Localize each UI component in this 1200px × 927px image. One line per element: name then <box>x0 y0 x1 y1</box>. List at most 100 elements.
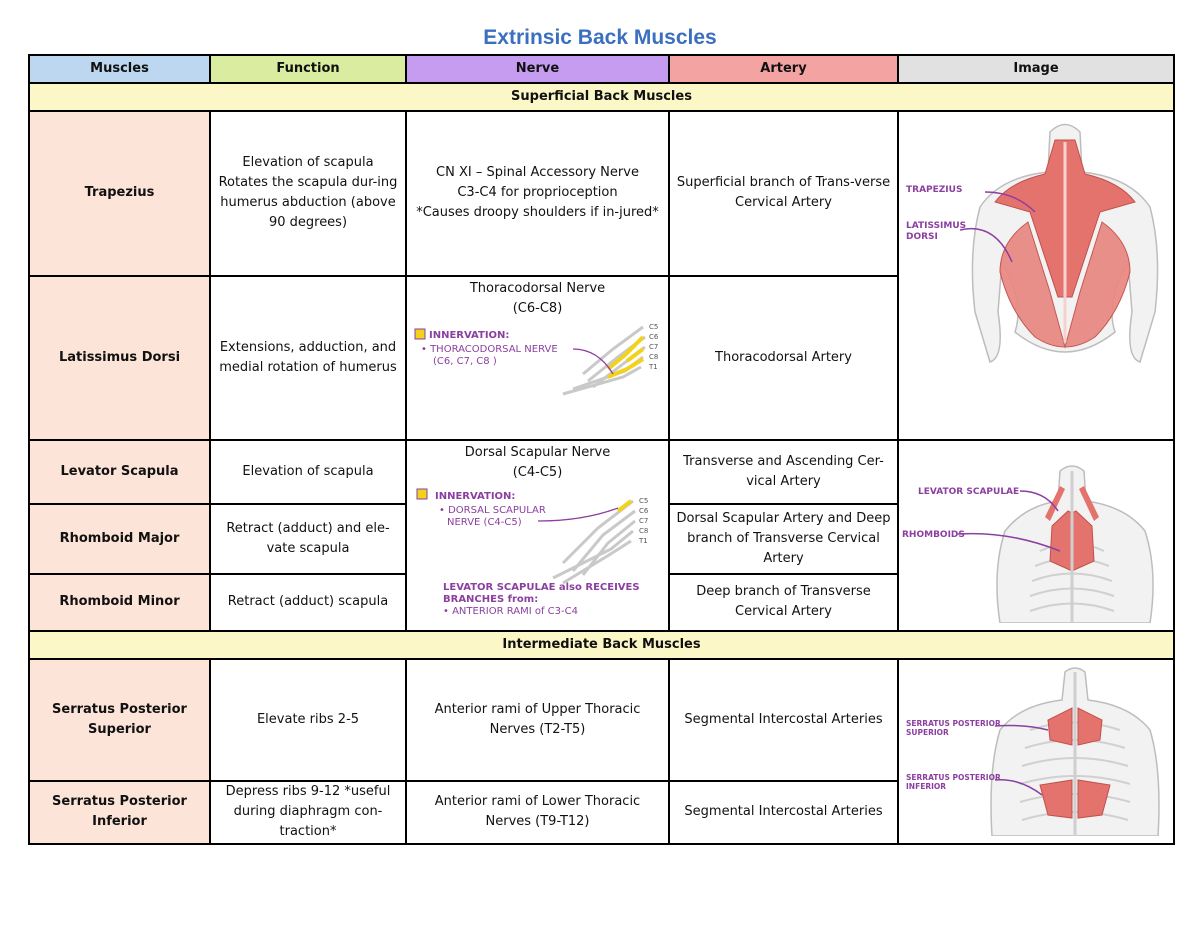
nerve-roots: (C6-C8) <box>512 300 563 316</box>
header-nerve: Nerve <box>405 54 670 84</box>
figure-note: LEVATOR SCAPULAE also RECEIVES <box>443 582 640 593</box>
latissimus-pointer <box>959 228 1013 263</box>
root-label: C5 <box>639 497 648 505</box>
nerve-pointer <box>537 507 619 522</box>
page-title: Extrinsic Back Muscles <box>483 26 717 49</box>
latissimus-label: DORSI <box>906 232 938 242</box>
section-title: Superficial Back Muscles <box>28 82 1175 112</box>
trapezius-pointer <box>984 191 1036 213</box>
table-row: Rhomboid Minor Retract (adduct) scapula … <box>28 572 1174 633</box>
nerve-line: *Causes droopy shoulders if in-jured* <box>416 205 659 221</box>
header-muscles: Muscles <box>28 54 211 84</box>
muscle-name: Trapezius <box>28 110 211 277</box>
table-row: Trapezius Elevation of scapula Rotates t… <box>28 110 1175 441</box>
rhomboids-label: RHOMBOIDS <box>902 530 965 540</box>
artery-cell: Deep branch of Transverse Cervical Arter… <box>668 572 899 633</box>
back-serratus-illustration: SERRATUS POSTERIOR SUPERIOR SERRATUS POS… <box>906 667 1160 837</box>
figure-note: BRANCHES from: <box>443 594 538 605</box>
root-label: C6 <box>649 333 659 341</box>
root-label: T1 <box>648 363 658 371</box>
levator-label: LEVATOR SCAPULAE <box>918 487 1019 497</box>
table-row: Rhomboid Major Retract (adduct) and ele-… <box>28 503 1174 575</box>
serratus-superior-muscle <box>1077 707 1103 746</box>
nerve-cell: CN XI – Spinal Accessory Nerve C3-C4 for… <box>405 110 670 277</box>
figure-text: • DORSAL SCAPULAR <box>439 505 546 516</box>
artery-cell: Dorsal Scapular Artery and Deep branch o… <box>668 503 899 575</box>
serratus-inferior-label: INFERIOR <box>906 782 946 791</box>
function-cell: Retract (adduct) and ele-vate scapula <box>209 503 407 575</box>
figure-text: NERVE (C4-C5) <box>447 517 522 528</box>
nerve-cell: Anterior rami of Lower Thoracic Nerves (… <box>405 779 670 846</box>
function-cell: Retract (adduct) scapula <box>209 572 407 633</box>
muscle-name: Rhomboid Minor <box>28 572 211 633</box>
figure-note: • ANTERIOR RAMI of C3-C4 <box>443 606 578 617</box>
nerve-name: Dorsal Scapular Nerve <box>464 445 611 460</box>
root-label: C7 <box>649 343 658 351</box>
nerve-pointer <box>572 347 614 374</box>
artery-cell: Segmental Intercostal Arteries <box>668 658 899 782</box>
serratus-superior-label: SERRATUS POSTERIOR <box>906 719 1001 728</box>
function-cell: Elevation of scapula <box>209 438 407 506</box>
table-row: Latissimus Dorsi Extensions, adduction, … <box>28 274 1174 441</box>
muscle-name: Rhomboid Major <box>28 503 211 575</box>
brachial-plexus-drawing <box>552 499 636 585</box>
root-label: T1 <box>638 537 648 545</box>
figure-text: (C6, C7, C8 ) <box>433 356 497 367</box>
muscle-name: Serratus Posterior Inferior <box>28 779 211 846</box>
image-cell: LEVATOR SCAPULAE RHOMBOIDS <box>897 439 1175 632</box>
trapezius-label: TRAPEZIUS <box>906 185 962 195</box>
innervation-marker-icon <box>416 488 428 500</box>
serratus-superior-label: SUPERIOR <box>906 728 949 737</box>
header-artery: Artery <box>668 54 899 84</box>
header-image: Image <box>897 54 1175 84</box>
serratus-inferior-muscle <box>1039 779 1073 819</box>
latissimus-label: LATISSIMUS <box>906 221 966 231</box>
serratus-inferior-muscle <box>1077 779 1111 819</box>
levator-muscle <box>1079 486 1099 521</box>
root-label: C5 <box>649 323 658 331</box>
artery-cell: Thoracodorsal Artery <box>668 274 899 441</box>
muscle-name: Serratus Posterior Superior <box>28 658 211 782</box>
function-cell: Depress ribs 9-12 *useful during diaphra… <box>209 779 407 846</box>
header-function: Function <box>209 54 407 84</box>
root-label: C6 <box>639 507 649 515</box>
nerve-line: C3-C4 for proprioception <box>457 185 618 201</box>
back-deep-illustration: LEVATOR SCAPULAE RHOMBOIDS <box>902 465 1154 624</box>
levator-pointer <box>1019 490 1059 512</box>
serratus-inferior-label: SERRATUS POSTERIOR <box>906 773 1001 782</box>
artery-cell: Segmental Intercostal Arteries <box>668 779 899 846</box>
dorsal-scapular-nerve-figure: INNERVATION: • DORSAL SCAPULAR NERVE (C4… <box>416 488 649 617</box>
function-cell: Elevate ribs 2-5 <box>209 658 407 782</box>
levator-muscle <box>1045 486 1065 521</box>
root-label: C7 <box>639 517 648 525</box>
nerve-cell: Dorsal Scapular Nerve (C4-C5) INNERVATIO… <box>405 439 670 632</box>
figure-heading: INNERVATION: <box>429 330 509 341</box>
nerve-roots: (C4-C5) <box>512 465 563 480</box>
figure-text: • THORACODORSAL NERVE <box>421 344 558 355</box>
innervation-marker-icon <box>414 328 426 339</box>
root-label: C8 <box>639 527 648 535</box>
root-label: C8 <box>649 353 658 361</box>
image-cell: SERRATUS POSTERIOR SUPERIOR SERRATUS POS… <box>897 658 1175 845</box>
image-cell: TRAPEZIUS LATISSIMUS DORSI <box>897 110 1175 441</box>
rhomboids-pointer <box>957 532 1061 552</box>
serratus-inferior-pointer <box>994 779 1043 796</box>
artery-cell: Superficial branch of Trans-verse Cervic… <box>668 110 899 277</box>
muscle-name: Levator Scapula <box>28 438 211 506</box>
brachial-plexus-drawing <box>562 325 646 395</box>
function-cell: Elevation of scapula Rotates the scapula… <box>209 110 407 277</box>
muscle-name: Latissimus Dorsi <box>28 274 211 441</box>
table-row: Levator Scapula Elevation of scapula Dor… <box>28 438 1175 632</box>
nerve-name: Thoracodorsal Nerve <box>469 280 606 296</box>
header-row: Muscles Function Nerve Artery Image <box>28 54 1175 84</box>
serratus-superior-pointer <box>994 724 1049 731</box>
table-row: Serratus Posterior Inferior Depress ribs… <box>28 779 1174 846</box>
figure-heading: INNERVATION: <box>435 491 515 502</box>
latissimus-muscle <box>999 221 1131 349</box>
section-intermediate: Intermediate Back Muscles <box>28 630 1175 660</box>
nerve-cell: Thoracodorsal Nerve (C6-C8) INNERVATION:… <box>405 274 670 441</box>
function-cell: Extensions, adduction, and medial rotati… <box>209 274 407 441</box>
section-title: Intermediate Back Muscles <box>28 630 1175 660</box>
artery-cell: Transverse and Ascending Cer-vical Arter… <box>668 438 899 506</box>
table-row: Serratus Posterior Superior Elevate ribs… <box>28 658 1175 845</box>
